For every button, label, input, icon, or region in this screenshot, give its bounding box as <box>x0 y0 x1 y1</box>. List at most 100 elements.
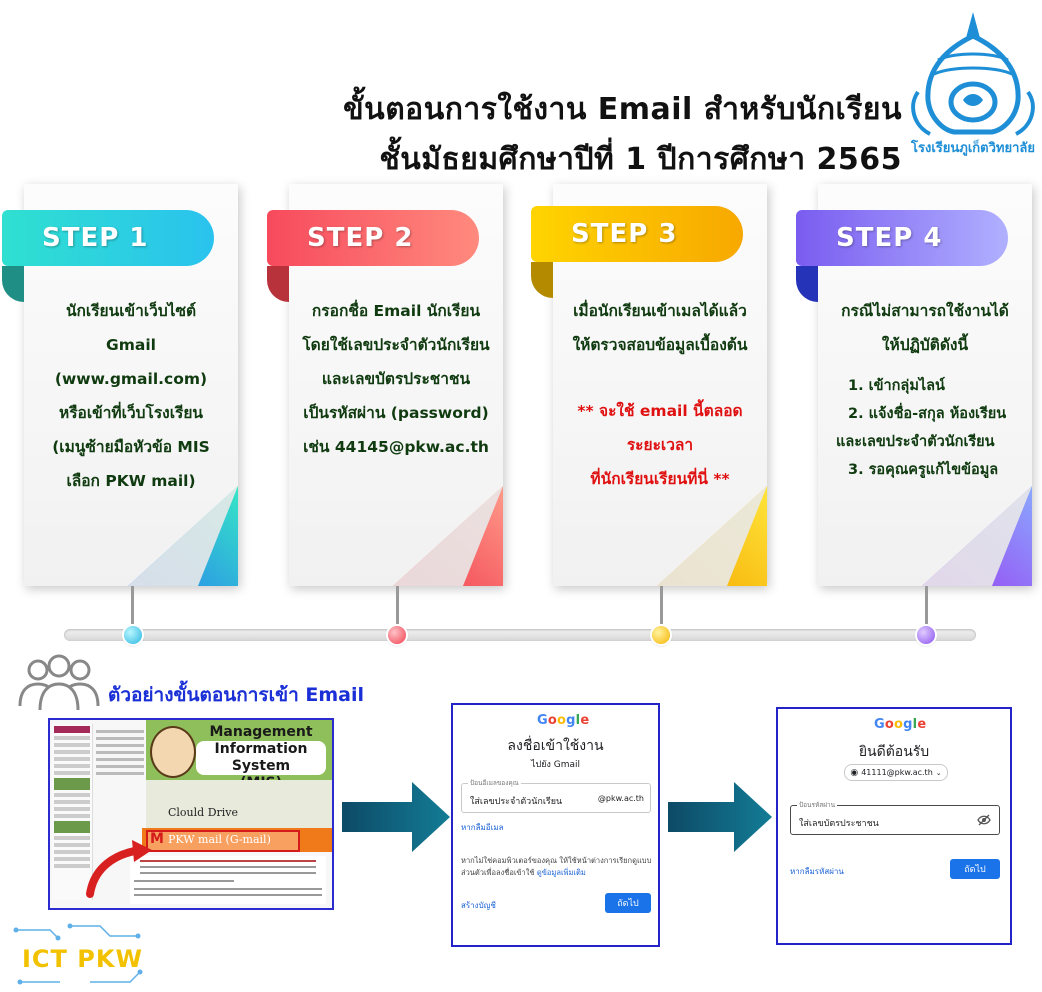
example-heading: ตัวอย่างขั้นตอนการเข้า Email <box>108 684 364 706</box>
next-button[interactable]: ถัดไป <box>605 893 651 913</box>
step-2-text: กรอกชื่อ Email นักเรียน โดยใช้เลขประจำตั… <box>299 294 493 464</box>
email-domain-suffix: @pkw.ac.th <box>597 794 644 803</box>
step-4-list-item: และเลขประจำตัวนักเรียน <box>836 434 995 450</box>
step-3-ribbon-tail <box>531 262 553 298</box>
forgot-email-link[interactable]: หากลืมอีเมล <box>461 823 504 832</box>
pkw-mail-link[interactable]: PKW mail (G-mail) <box>168 833 271 846</box>
timeline-connector <box>925 586 928 624</box>
step-1-line: นักเรียนเข้าเว็บไซต์ <box>65 302 197 320</box>
timeline-connector <box>131 586 134 624</box>
step-3-ribbon: STEP 3 <box>531 206 743 262</box>
gmail-icon: M <box>150 831 164 847</box>
mis-content-column <box>96 726 144 816</box>
guest-mode-note: หากไม่ใช่คอมพิวเตอร์ของคุณ ให้ใช้หน้าต่า… <box>461 855 657 879</box>
step-2-ribbon-tail <box>267 266 289 302</box>
step-4-list-item: 3. รอคุณครูแก้ไขข้อมูล <box>848 462 999 478</box>
step-2-ribbon: STEP 2 <box>267 210 479 266</box>
step-2-line: เช่น 44145@pkw.ac.th <box>303 438 489 456</box>
ict-pkw-logo: ICT PKW <box>22 945 143 973</box>
step-4-list: 1. เข้ากลุ่มไลน์ 2. แจ้งชื่อ-สกุล ห้องเร… <box>836 372 1022 484</box>
timeline-bar <box>64 629 976 641</box>
step-1-text: นักเรียนเข้าเว็บไซต์ Gmail (www.gmail.co… <box>34 294 228 498</box>
password-field-value: ใส่เลขบัตรประชาชน <box>799 819 879 829</box>
mis-title-line: Information System <box>196 741 326 775</box>
timeline-dot-3 <box>652 626 670 644</box>
mis-title-line: Management <box>209 724 313 740</box>
guest-note-line: ส่วนตัวเพื่อลงชื่อเข้าใช้ <box>461 868 535 877</box>
red-pointer-arrow-icon <box>86 840 152 898</box>
mis-title: Management Information System (MIS) <box>196 724 326 792</box>
signin-subheading: ไปยัง Gmail <box>530 760 581 770</box>
pkw-mail-bar[interactable]: M PKW mail (G-mail) <box>142 828 332 852</box>
guest-note-line: หากไม่ใช่คอมพิวเตอร์ของคุณ ให้ใช้หน้าต่า… <box>461 856 652 865</box>
step-1-line: (เมนูซ้ายมือหัวข้อ MIS <box>52 438 210 456</box>
email-field-value: ใส่เลขประจำตัวนักเรียน <box>470 797 563 807</box>
password-field[interactable]: ป้อนรหัสผ่าน ใส่เลขบัตรประชาชน <box>790 800 1000 835</box>
step-2-label: STEP 2 <box>307 223 414 253</box>
account-chip[interactable]: ◉ 41111@pkw.ac.th ⌄ <box>844 764 948 781</box>
create-account-link[interactable]: สร้างบัญชี <box>461 901 496 910</box>
hide-password-icon[interactable] <box>977 814 991 826</box>
google-signin-panel: Google ลงชื่อเข้าใช้งาน ไปยัง Gmail ป้อน… <box>451 703 660 947</box>
welcome-heading: ยินดีต้อนรับ <box>858 744 930 760</box>
step-4-text: กรณีไม่สามารถใช้งานได้ ให้ปฏิบัติดังนี้ <box>828 294 1022 362</box>
school-seal-icon: โรงเรียนภูเก็ตวิทยาลัย <box>910 12 1035 156</box>
timeline-dot-1 <box>124 626 142 644</box>
timeline-dot-2 <box>388 626 406 644</box>
step-4-list-item: 1. เข้ากลุ่มไลน์ <box>848 378 945 394</box>
step-1-label: STEP 1 <box>42 223 149 253</box>
step-4-label: STEP 4 <box>836 223 943 253</box>
step-2-line: กรอกชื่อ Email นักเรียน <box>311 302 481 320</box>
step-3-warning-line: ที่นักเรียนเรียนที่นี่ ** <box>590 470 730 488</box>
people-group-icon <box>18 654 100 710</box>
page-fold-decoration <box>922 486 1032 586</box>
mis-website-screenshot: Management Information System (MIS) Clou… <box>48 718 334 910</box>
mis-sidebar <box>52 724 93 900</box>
page-fold-decoration <box>393 486 503 586</box>
step-3-line: เมื่อนักเรียนเข้าเมลได้แล้ว <box>573 302 747 320</box>
step-4-line: ให้ปฏิบัติดังนี้ <box>881 336 969 354</box>
account-circle-icon: ◉ <box>850 767 859 778</box>
step-3-warning-line: ระยะเวลา <box>626 436 694 454</box>
google-logo: Google <box>874 717 927 732</box>
google-logo: Google <box>537 713 590 728</box>
page-title-line-2: ชั้นมัธยมศึกษาปีที่ 1 ปีการศึกษา 2565 <box>379 142 902 177</box>
forgot-password-link[interactable]: หากลืมรหัสผ่าน <box>790 867 844 876</box>
step-2-line: เป็นรหัสผ่าน (password) <box>303 404 489 422</box>
password-field-label: ป้อนรหัสผ่าน <box>797 800 838 810</box>
page-fold-decoration <box>128 486 238 586</box>
timeline-dot-4 <box>917 626 935 644</box>
timeline-connector <box>396 586 399 624</box>
step-2-line: โดยใช้เลขประจำตัวนักเรียน <box>302 336 490 354</box>
page-fold-decoration <box>657 486 767 586</box>
mis-document <box>130 856 326 904</box>
mis-cloud-drive-link[interactable]: Clould Drive <box>168 806 239 819</box>
step-1-line: เลือก PKW mail) <box>66 472 196 490</box>
step-2-line: และเลขบัตรประชาชน <box>321 370 471 388</box>
next-button[interactable]: ถัดไป <box>950 859 1000 879</box>
svg-text:โรงเรียนภูเก็ตวิทยาลัย: โรงเรียนภูเก็ตวิทยาลัย <box>910 138 1035 156</box>
step-3-line: ให้ตรวจสอบข้อมูลเบื้องต้น <box>572 336 748 354</box>
circuit-decoration-icon <box>13 923 143 985</box>
chevron-down-icon: ⌄ <box>935 768 942 777</box>
learn-more-link[interactable]: ดูข้อมูลเพิ่มเติม <box>536 868 586 877</box>
email-field[interactable]: ป้อนอีเมลของคุณ ใส่เลขประจำตัวนักเรียน @… <box>461 778 651 813</box>
step-1-line: หรือเข้าที่เว็บโรงเรียน <box>58 404 204 422</box>
google-password-panel: Google ยินดีต้อนรับ ◉ 41111@pkw.ac.th ⌄ … <box>776 707 1012 945</box>
step-3-warning-line: ** จะใช้ email นี้ตลอด <box>577 402 743 420</box>
mis-mascot-icon <box>150 726 196 778</box>
mis-banner: Management Information System (MIS) Clou… <box>146 720 332 838</box>
step-3-label: STEP 3 <box>571 219 678 249</box>
email-field-label: ป้อนอีเมลของคุณ <box>468 778 521 788</box>
step-1-line: Gmail (www.gmail.com) <box>54 336 208 388</box>
account-email: 41111@pkw.ac.th <box>861 768 933 777</box>
step-4-line: กรณีไม่สามารถใช้งานได้ <box>841 302 1009 320</box>
step-1-ribbon-tail <box>2 266 24 302</box>
step-4-list-item: 2. แจ้งชื่อ-สกุล ห้องเรียน <box>848 406 1007 422</box>
step-4-ribbon-tail <box>796 266 818 302</box>
step-4-ribbon: STEP 4 <box>796 210 1008 266</box>
arrow-right-icon <box>668 782 772 852</box>
timeline-connector <box>660 586 663 624</box>
page-title-line-1: ขั้นตอนการใช้งาน Email สำหรับนักเรียน <box>343 92 902 127</box>
step-3-text: เมื่อนักเรียนเข้าเมลได้แล้ว ให้ตรวจสอบข้… <box>563 294 757 496</box>
